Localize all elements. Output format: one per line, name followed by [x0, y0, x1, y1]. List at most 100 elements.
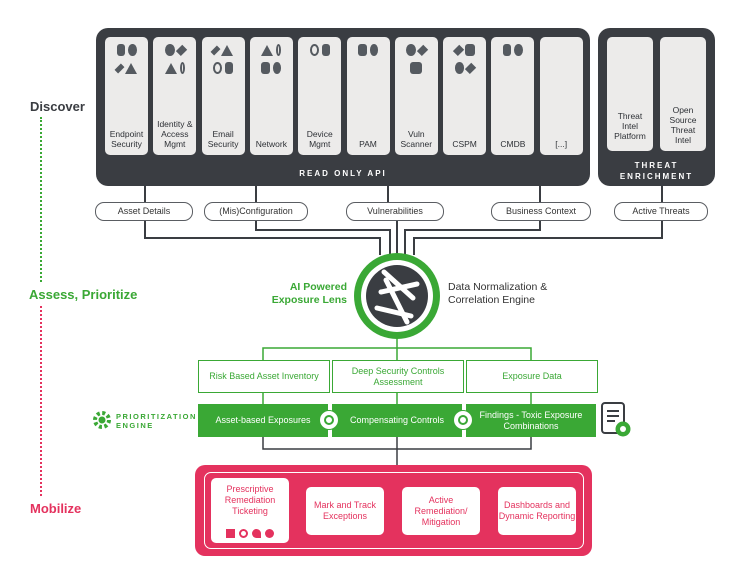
swirl-icon [276, 44, 282, 56]
logo-row [116, 43, 137, 57]
pill-asset-details: Asset Details [95, 202, 193, 221]
chevron-icon [124, 62, 137, 74]
o-icon [514, 44, 523, 56]
ticketing-logos [211, 529, 289, 538]
logo-row [210, 43, 234, 57]
source-card-label: Endpoint Security [109, 129, 144, 149]
logo-row [452, 43, 475, 57]
threat-card-label: Open Source Threat Intel [669, 105, 697, 145]
data-normalization-label: Data Normalization & Correlation Engine [448, 281, 548, 306]
exposure-lens-icon [354, 253, 440, 339]
source-card: Endpoint Security [105, 37, 148, 155]
arc-icon [252, 529, 261, 538]
source-card-label: Identity & Access Mgmt [157, 119, 193, 149]
source-card-label: Network [255, 139, 287, 149]
source-logos [347, 43, 390, 57]
mobilize-inner-frame [204, 472, 584, 549]
exposure-data: Exposure Data [466, 360, 598, 393]
stage-divider-dots [40, 306, 42, 496]
logo-row [502, 43, 523, 57]
source-card: [...] [539, 37, 583, 155]
logo-row [261, 61, 282, 75]
prioritization-engine-label: PRIORITIZATION ENGINE [116, 412, 197, 430]
chevron-icon [454, 62, 465, 74]
source-logos [298, 43, 341, 57]
report-gear-icon [601, 402, 631, 437]
read-only-api-label: READ ONLY API [299, 169, 387, 178]
lock-icon [465, 62, 477, 74]
source-card-label: PAM [359, 139, 377, 149]
stage-mobilize: Mobilize [30, 501, 82, 516]
d-icon [358, 44, 367, 56]
asset-based-exposures: Asset-based Exposures [198, 404, 328, 437]
gear-icon [93, 411, 111, 429]
hexagon-outline-icon [369, 44, 378, 56]
source-logos [250, 43, 293, 75]
stage-assess-prioritize: Assess, Prioritize [29, 287, 138, 302]
logo-row [261, 43, 282, 57]
source-logos [105, 43, 148, 75]
source-card-label: CSPM [452, 139, 477, 149]
ai-exposure-lens-label: AI Powered Exposure Lens [271, 281, 347, 306]
pill-active-threats: Active Threats [614, 202, 708, 221]
wiz-icon [464, 44, 475, 56]
hex-node-icon [261, 44, 274, 56]
mobilize-card-remediation: Active Remediation/ Mitigation [402, 487, 480, 535]
source-card: Email Security [201, 37, 245, 155]
p-icon [210, 45, 221, 55]
source-logos [395, 43, 438, 75]
findings-toxic-combinations: Findings - Toxic Exposure Combinations [466, 404, 596, 437]
pill-vulnerabilities: Vulnerabilities [346, 202, 444, 221]
threat-card-label: Threat Intel Platform [614, 111, 646, 141]
m-icon [221, 44, 234, 56]
mobilize-card-label: Prescriptive Remediation Ticketing [224, 484, 276, 516]
stage-divider-dots [40, 117, 42, 282]
threat-enrichment-label: THREAT ENRICHMENT [619, 161, 694, 181]
drop-icon [502, 44, 512, 56]
diamond-icon [128, 44, 137, 56]
logo-row [164, 43, 187, 57]
source-logos [202, 43, 245, 75]
source-card: Identity & Access Mgmt [153, 37, 197, 155]
source-card: PAM [346, 37, 390, 155]
source-card: Device Mgmt [298, 37, 342, 155]
jira-icon [226, 529, 235, 538]
threat-card-intel-platform: Threat Intel Platform [607, 37, 653, 151]
gear-icon [453, 410, 473, 430]
source-card-label: CMDB [500, 139, 526, 149]
square-icon [309, 44, 319, 56]
deep-security-controls-assessment: Deep Security Controls Assessment [332, 360, 464, 393]
kc-icon [225, 62, 234, 74]
source-card: CSPM [443, 37, 487, 155]
drop-icon [265, 529, 274, 538]
mobilize-card-dashboards: Dashboards and Dynamic Reporting [498, 487, 576, 535]
diamond-grid-icon [261, 62, 270, 74]
source-card: CMDB [491, 37, 535, 155]
g-icon [164, 62, 177, 74]
cloud-icon [272, 62, 282, 74]
source-card: Vuln Scanner [394, 37, 438, 155]
source-logos [491, 43, 534, 57]
source-card-label: Vuln Scanner [400, 129, 433, 149]
pill-misconfiguration: (Mis)Configuration [204, 202, 308, 221]
seven-icon [416, 44, 429, 56]
stage-discover: Discover [30, 99, 85, 114]
threat-card-open-source: Open Source Threat Intel [660, 37, 706, 151]
mobilize-card-exceptions: Mark and Track Exceptions [306, 487, 384, 535]
shield-icon [116, 44, 125, 56]
logo-row [213, 61, 234, 75]
source-card-label: Device Mgmt [306, 129, 333, 149]
source-logos [443, 43, 486, 75]
logo-row [309, 43, 330, 57]
star-icon [452, 44, 464, 56]
sun-icon [164, 44, 175, 56]
risk-based-asset-inventory: Risk Based Asset Inventory [198, 360, 330, 393]
source-card: Network [249, 37, 293, 155]
hexagon-icon [213, 62, 223, 74]
logo-row [454, 61, 477, 75]
a-icon [179, 62, 185, 74]
pill-business-context: Business Context [491, 202, 591, 221]
ring-icon [406, 44, 417, 56]
gear-icon [319, 410, 339, 430]
